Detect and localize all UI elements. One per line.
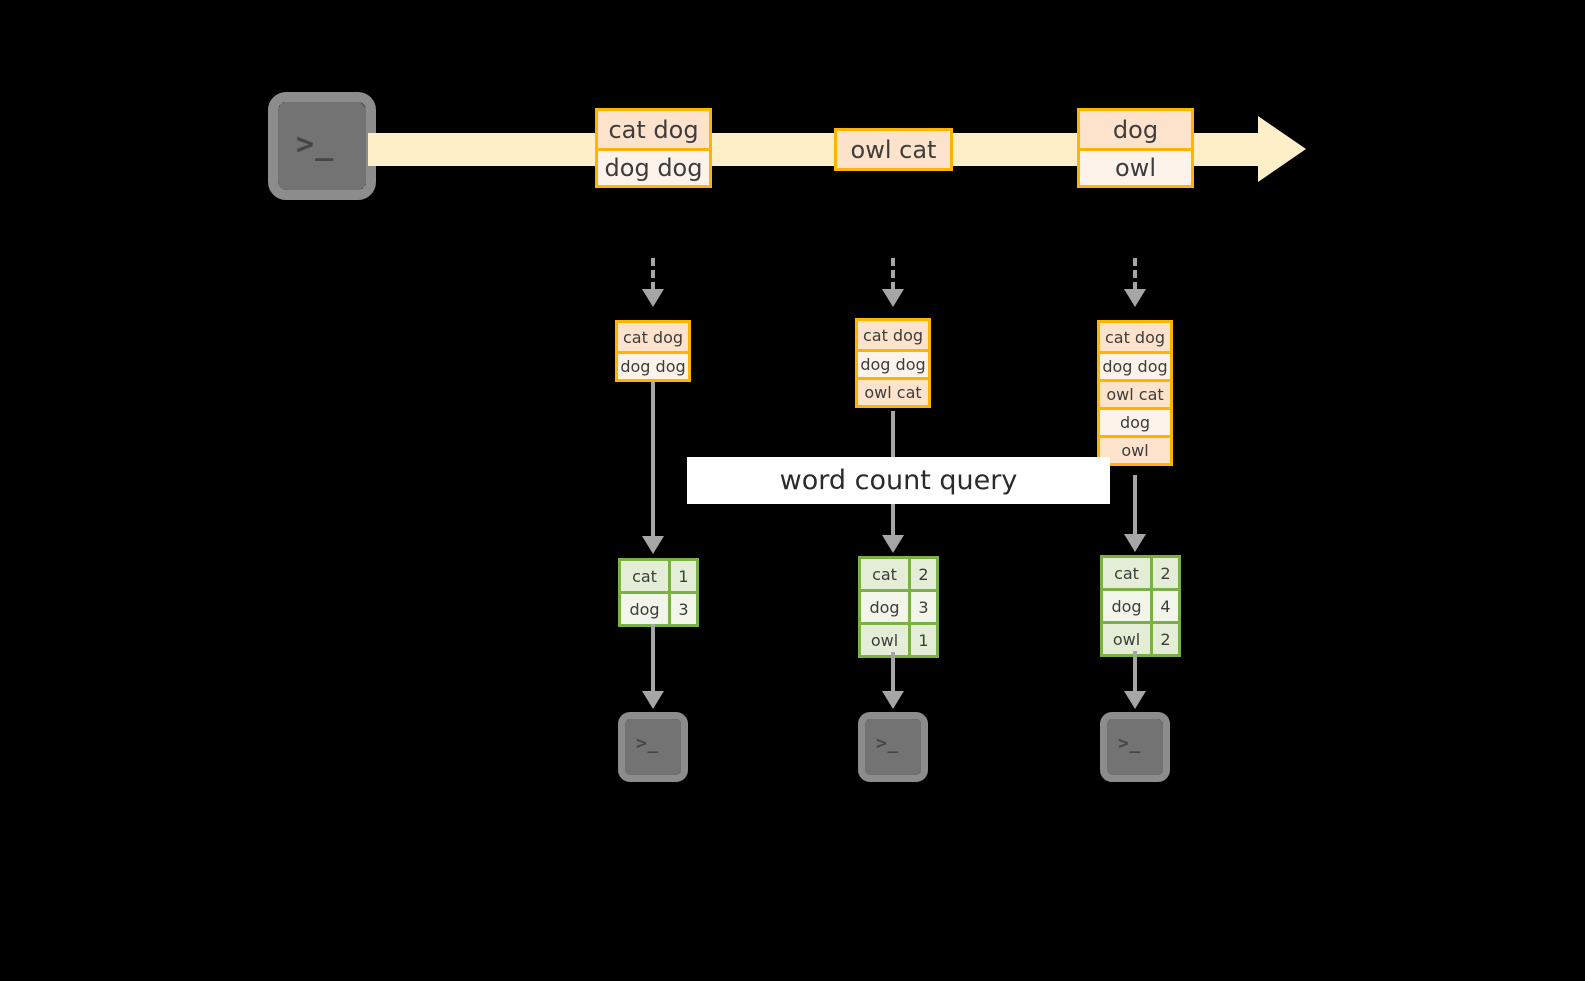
table-row: dog 3 bbox=[861, 589, 936, 622]
state-record: cat dog bbox=[618, 323, 688, 351]
stream-to-state-arrowhead-icon bbox=[642, 289, 664, 307]
table-row: dog 4 bbox=[1103, 588, 1178, 621]
word-cell: dog bbox=[861, 592, 908, 622]
stream-record-group: owl cat bbox=[834, 128, 953, 171]
source-terminal-icon: >_ bbox=[268, 92, 376, 200]
stream-record: dog bbox=[1080, 111, 1191, 148]
stream-arrow-head-icon bbox=[1258, 116, 1306, 182]
stream-record: cat dog bbox=[598, 111, 709, 148]
result-table: cat 1 dog 3 bbox=[618, 558, 699, 627]
result-to-sink-connector bbox=[1133, 651, 1137, 692]
stream-record-group: cat dog dog dog bbox=[595, 108, 712, 188]
result-to-sink-arrowhead-icon bbox=[642, 691, 664, 709]
stream-record: owl cat bbox=[837, 131, 950, 168]
state-record: cat dog bbox=[1100, 323, 1170, 351]
query-label: word count query bbox=[687, 457, 1110, 504]
count-cell: 2 bbox=[1150, 624, 1178, 654]
stream-to-state-connector bbox=[651, 258, 655, 290]
sink-terminal-icon: >_ bbox=[858, 712, 928, 782]
sink-terminal-icon: >_ bbox=[1100, 712, 1170, 782]
state-to-result-arrowhead-icon bbox=[1124, 534, 1146, 552]
terminal-screen bbox=[625, 719, 681, 775]
terminal-screen bbox=[278, 102, 366, 190]
terminal-prompt-glyph: >_ bbox=[876, 733, 900, 754]
stream-record: owl bbox=[1080, 148, 1191, 185]
table-row: cat 2 bbox=[1103, 558, 1178, 588]
stream-to-state-connector bbox=[1133, 258, 1137, 290]
result-table: cat 2 dog 4 owl 2 bbox=[1100, 555, 1181, 657]
stream-to-state-arrowhead-icon bbox=[1124, 289, 1146, 307]
result-to-sink-connector bbox=[891, 652, 895, 692]
result-to-sink-arrowhead-icon bbox=[882, 691, 904, 709]
terminal-prompt-glyph: >_ bbox=[1118, 733, 1142, 754]
state-record: owl bbox=[1100, 435, 1170, 463]
word-cell: owl bbox=[1103, 624, 1150, 654]
table-row: dog 3 bbox=[621, 591, 696, 624]
state-record: dog bbox=[1100, 407, 1170, 435]
state-record: owl cat bbox=[1100, 379, 1170, 407]
count-cell: 4 bbox=[1150, 591, 1178, 621]
stream-record: dog dog bbox=[598, 148, 709, 185]
stream-to-state-arrowhead-icon bbox=[882, 289, 904, 307]
state-to-result-arrowhead-icon bbox=[882, 535, 904, 553]
count-cell: 1 bbox=[668, 561, 696, 591]
word-cell: cat bbox=[1103, 558, 1150, 588]
accumulated-state-stack: cat dog dog dog owl cat bbox=[855, 318, 931, 408]
state-record: dog dog bbox=[618, 351, 688, 379]
count-cell: 1 bbox=[908, 625, 936, 655]
table-row: owl 2 bbox=[1103, 621, 1178, 654]
state-record: dog dog bbox=[858, 349, 928, 377]
word-cell: dog bbox=[1103, 591, 1150, 621]
word-cell: dog bbox=[621, 594, 668, 624]
sink-terminal-icon: >_ bbox=[618, 712, 688, 782]
word-cell: cat bbox=[621, 561, 668, 591]
state-to-result-connector bbox=[1133, 475, 1137, 535]
state-record: dog dog bbox=[1100, 351, 1170, 379]
count-cell: 2 bbox=[1150, 558, 1178, 588]
word-cell: cat bbox=[861, 559, 908, 589]
result-table: cat 2 dog 3 owl 1 bbox=[858, 556, 939, 658]
accumulated-state-stack: cat dog dog dog bbox=[615, 320, 691, 382]
state-to-result-connector bbox=[651, 382, 655, 537]
count-cell: 3 bbox=[668, 594, 696, 624]
state-to-result-arrowhead-icon bbox=[642, 536, 664, 554]
table-row: owl 1 bbox=[861, 622, 936, 655]
terminal-prompt-glyph: >_ bbox=[296, 127, 335, 162]
state-record: cat dog bbox=[858, 321, 928, 349]
terminal-prompt-glyph: >_ bbox=[636, 733, 660, 754]
count-cell: 2 bbox=[908, 559, 936, 589]
table-row: cat 2 bbox=[861, 559, 936, 589]
table-row: cat 1 bbox=[621, 561, 696, 591]
terminal-screen bbox=[1107, 719, 1163, 775]
count-cell: 3 bbox=[908, 592, 936, 622]
accumulated-state-stack: cat dog dog dog owl cat dog owl bbox=[1097, 320, 1173, 466]
state-record: owl cat bbox=[858, 377, 928, 405]
stream-record-group: dog owl bbox=[1077, 108, 1194, 188]
terminal-screen bbox=[865, 719, 921, 775]
result-to-sink-arrowhead-icon bbox=[1124, 691, 1146, 709]
result-to-sink-connector bbox=[651, 624, 655, 692]
word-cell: owl bbox=[861, 625, 908, 655]
stream-to-state-connector bbox=[891, 258, 895, 290]
